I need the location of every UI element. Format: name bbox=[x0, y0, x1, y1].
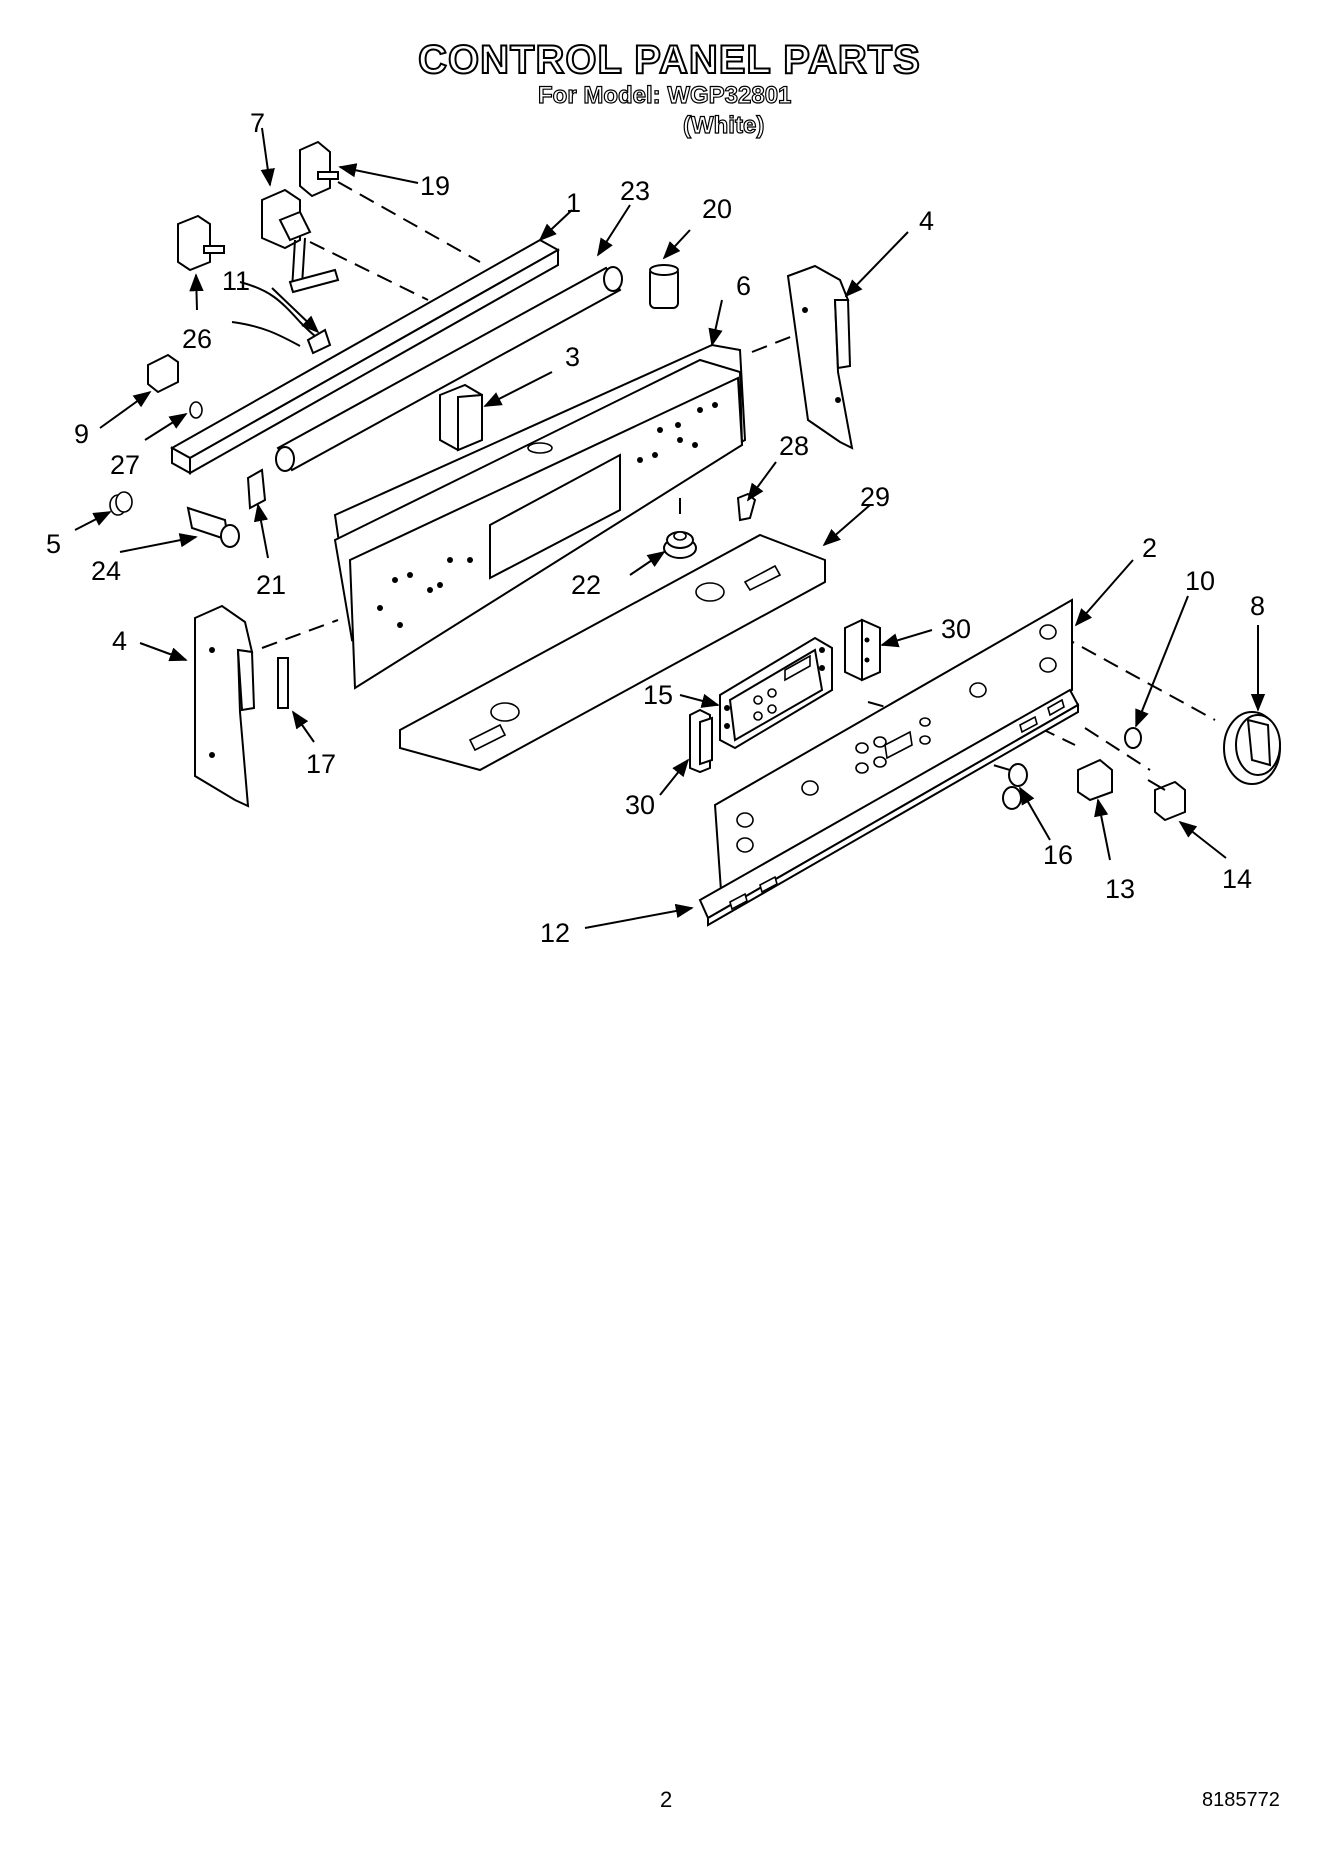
part-4-end-cap-right bbox=[786, 264, 854, 450]
callout-label: 4 bbox=[919, 206, 934, 236]
part-10-button bbox=[1124, 727, 1142, 749]
callout-labels: 1 2 3 4 4 5 6 7 8 9 10 11 12 13 14 15 16… bbox=[46, 108, 1265, 948]
part-28-clip bbox=[736, 492, 757, 522]
part-1-trim-bar bbox=[169, 238, 561, 475]
part-30-bracket-upper bbox=[844, 618, 881, 682]
callout-label: 29 bbox=[860, 482, 890, 512]
callout-label: 4 bbox=[112, 626, 127, 656]
callout-label: 16 bbox=[1043, 840, 1073, 870]
model-line: For Model: WGP32801 bbox=[537, 81, 792, 109]
variant-label: (White) bbox=[682, 111, 765, 139]
part-5-cap bbox=[109, 491, 133, 516]
part-12-trim-strip bbox=[698, 688, 1080, 927]
callout-label: 30 bbox=[941, 614, 971, 644]
callout-label: 30 bbox=[625, 790, 655, 820]
part-20-capacitor bbox=[649, 264, 679, 309]
callout-label: 22 bbox=[571, 570, 601, 600]
page-title: CONTROL PANEL PARTS bbox=[417, 37, 921, 83]
part-17-bracket bbox=[277, 657, 289, 709]
part-8-knob bbox=[1223, 711, 1281, 785]
callout-label: 5 bbox=[46, 529, 61, 559]
part-2-front-panel bbox=[713, 598, 1073, 907]
part-6-control-panel-frame bbox=[333, 343, 747, 690]
callout-label: 8 bbox=[1250, 591, 1265, 621]
part-14-switch bbox=[1147, 779, 1186, 822]
callout-label: 11 bbox=[222, 266, 250, 296]
part-24-starter bbox=[186, 506, 240, 548]
callout-label: 9 bbox=[74, 419, 89, 449]
callout-label: 14 bbox=[1222, 864, 1252, 894]
callout-label: 17 bbox=[306, 749, 336, 779]
page-number: 2 bbox=[660, 1787, 673, 1812]
callout-label: 1 bbox=[566, 188, 581, 218]
callout-label: 27 bbox=[110, 450, 140, 480]
part-16-knobs bbox=[1002, 763, 1028, 810]
part-7-valve-switch bbox=[261, 188, 340, 294]
part-23-fluorescent-tube bbox=[275, 266, 623, 472]
part-26-switch bbox=[177, 214, 225, 272]
part-21-clip bbox=[246, 468, 267, 510]
part-19-switch bbox=[299, 140, 339, 198]
callout-label: 12 bbox=[540, 918, 570, 948]
part-11-wire-harness bbox=[231, 281, 332, 355]
part-3-switch bbox=[439, 383, 483, 452]
part-15-electronic-control bbox=[719, 636, 833, 750]
part-13-switch bbox=[1077, 758, 1113, 802]
callout-label: 24 bbox=[91, 556, 121, 586]
callout-label: 13 bbox=[1105, 874, 1135, 904]
part-9-connector bbox=[147, 353, 179, 394]
document-number: 8185772 bbox=[1202, 1789, 1280, 1811]
callout-label: 23 bbox=[620, 176, 650, 206]
callout-label: 26 bbox=[182, 324, 212, 354]
part-4-end-cap-left bbox=[194, 604, 256, 808]
part-22-grommet bbox=[663, 531, 697, 559]
callout-label: 21 bbox=[256, 570, 286, 600]
callout-label: 6 bbox=[736, 271, 751, 301]
callout-label: 19 bbox=[420, 171, 450, 201]
callout-label: 20 bbox=[702, 194, 732, 224]
part-30-bracket-lower bbox=[689, 708, 713, 774]
part-27-grommet bbox=[189, 401, 203, 419]
callout-label: 15 bbox=[643, 680, 673, 710]
callout-label: 2 bbox=[1142, 533, 1157, 563]
callout-label: 3 bbox=[565, 342, 580, 372]
callout-label: 7 bbox=[250, 108, 265, 138]
callout-label: 10 bbox=[1185, 566, 1215, 596]
leader-arrows bbox=[74, 127, 1266, 929]
part-29-panel-support bbox=[399, 533, 826, 772]
callout-label: 28 bbox=[779, 431, 809, 461]
